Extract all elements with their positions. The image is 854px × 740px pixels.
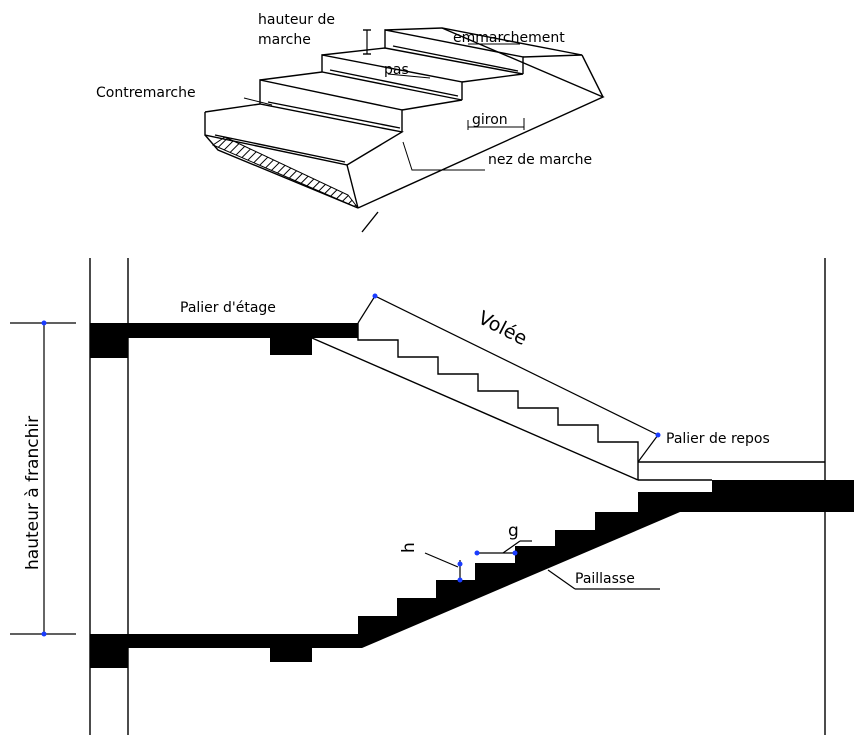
volee-dimension (357, 295, 659, 463)
label-hauteur-line1: hauteur de (258, 12, 335, 28)
label-emmarchement: emmarchement (453, 30, 565, 46)
upper-landing-slab (90, 323, 358, 358)
label-pas: pas (384, 62, 409, 78)
label-giron: giron (472, 112, 508, 128)
dimension-dot-bottom (41, 631, 47, 637)
label-nez-de-marche: nez de marche (488, 152, 592, 168)
h-g-detail (424, 540, 660, 590)
label-hauteur-line2: marche (258, 32, 311, 48)
label-contremarche: Contremarche (96, 85, 196, 101)
volee-dot-bottom (655, 432, 661, 438)
h-dot-1 (457, 561, 463, 567)
h-dot-2 (457, 577, 463, 583)
label-g: g (508, 521, 519, 541)
label-hauteur-franchir: hauteur à franchir (23, 416, 43, 570)
label-paillasse: Paillasse (575, 571, 635, 587)
lower-floor-slab (90, 634, 362, 668)
height-dimension (10, 322, 76, 635)
label-palier-etage: Palier d'étage (180, 300, 276, 316)
g-dot-1 (474, 550, 480, 556)
g-dot-2 (512, 550, 518, 556)
perspective-stair (204, 27, 605, 233)
label-palier-repos: Palier de repos (666, 431, 770, 447)
label-h: h (399, 542, 419, 553)
flight-steps-outline (311, 323, 825, 481)
rest-landing-slab (638, 480, 854, 512)
label-volee: Volée (474, 307, 530, 350)
dimension-dot-top (41, 320, 47, 326)
hatched-soffit (211, 136, 359, 209)
lower-flight-slab (358, 512, 680, 648)
volee-dot-top (372, 293, 378, 299)
